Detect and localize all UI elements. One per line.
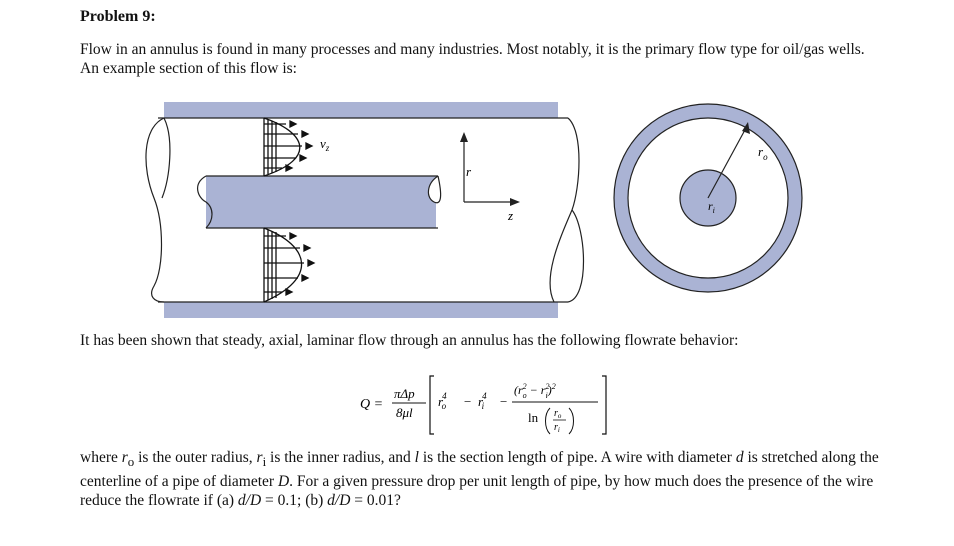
eq-prefactor-num: πΔp (394, 386, 415, 401)
inner-cylinder-right-break (427, 175, 442, 204)
upper-velocity-profile (263, 117, 314, 177)
pipe-bottom-wall (164, 302, 558, 318)
eq-ln-den: ri (554, 422, 560, 434)
inner-cylinder (206, 176, 436, 228)
annulus-cross-section: ro ri (613, 103, 803, 293)
radial-axis-label: r (466, 164, 472, 179)
eq-lhs: Q = (360, 397, 383, 412)
outer-radius-label: ro (758, 144, 768, 162)
intro-paragraph: Flow in an annulus is found in many proc… (80, 41, 865, 77)
eq-ln-left-paren (545, 407, 551, 435)
axial-axis-arrowhead (510, 198, 520, 206)
pipe-right-break (549, 117, 580, 303)
question-paragraph: where ro is the outer radius, ri is the … (80, 449, 879, 510)
radial-axis-arrowhead (460, 132, 468, 142)
inner-radius-label: ri (708, 199, 715, 215)
pipe-top-wall (164, 102, 558, 118)
eq-prefactor-den: 8μl (396, 405, 413, 420)
pipe-right-break-loop (567, 209, 584, 303)
eq-minus: − (464, 394, 471, 409)
lower-velocity-profile (263, 227, 316, 303)
eq-right-bracket (602, 375, 607, 435)
eq-ln: ln (528, 410, 539, 425)
outer-radius-arrowhead (742, 122, 750, 134)
outer-radius-line (707, 127, 747, 199)
flow-paragraph: It has been shown that steady, axial, la… (80, 332, 739, 349)
pipe-left-break-back (161, 117, 171, 199)
eq-ln-num: ro (554, 408, 562, 420)
velocity-label: vz (320, 136, 330, 153)
eq-ln-right-paren (568, 407, 574, 435)
pipe-left-break (145, 117, 165, 303)
inner-cylinder-left-break (197, 175, 213, 229)
eq-minus-2: − (500, 394, 507, 409)
axial-axis-label: z (507, 208, 513, 223)
eq-left-bracket (429, 375, 434, 435)
problem-title: Problem 9: (80, 8, 156, 25)
annulus-pipe-figure: vz r z (145, 102, 584, 318)
